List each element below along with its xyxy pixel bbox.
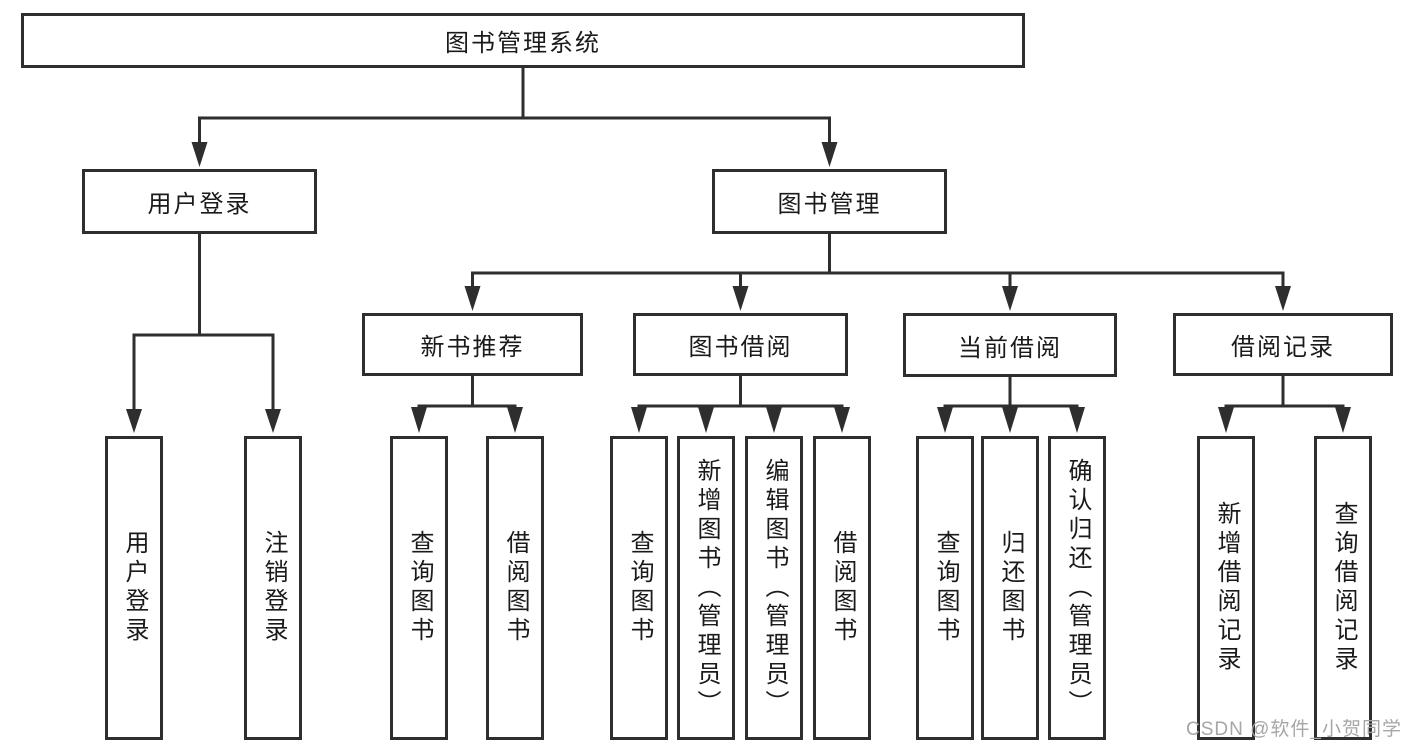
leaf-borrow-add-book-admin: 新增图书（管理员） <box>677 436 735 740</box>
leaf-current-return-books: 归还图书 <box>981 436 1039 740</box>
node-borrowing-records: 借阅记录 <box>1173 313 1393 376</box>
leaf-borrow-edit-book-admin-label: 编辑图书（管理员） <box>761 457 788 719</box>
arrowhead-icon <box>1335 407 1351 433</box>
leaf-newbook-query-books-label: 查询图书 <box>406 530 433 646</box>
arrowhead-icon <box>732 286 749 311</box>
leaf-records-query-record-label: 查询借阅记录 <box>1330 501 1357 675</box>
arrowhead-icon <box>821 142 838 167</box>
arrowhead-icon <box>937 407 953 433</box>
arrowhead-icon <box>265 409 281 433</box>
leaf-logout: 注销登录 <box>244 436 302 740</box>
arrowhead-icon <box>766 407 782 433</box>
node-book-management: 图书管理 <box>712 169 947 234</box>
leaf-borrow-query-books: 查询图书 <box>610 436 668 740</box>
node-root: 图书管理系统 <box>21 13 1025 68</box>
node-new-book-recommendation: 新书推荐 <box>362 313 583 376</box>
leaf-current-query-books-label: 查询图书 <box>932 530 959 646</box>
node-current-borrowing: 当前借阅 <box>903 313 1117 377</box>
leaf-logout-label: 注销登录 <box>260 530 287 646</box>
node-current-borrowing-label: 当前借阅 <box>958 334 1062 362</box>
leaf-user-login-label: 用户登录 <box>121 530 148 646</box>
node-borrowing-records-label: 借阅记录 <box>1231 334 1335 361</box>
leaf-current-return-books-label: 归还图书 <box>997 530 1024 646</box>
arrowhead-icon <box>411 407 427 433</box>
leaf-current-confirm-return-admin: 确认归还（管理员） <box>1048 436 1106 740</box>
leaf-newbook-borrow-books-label: 借阅图书 <box>502 530 529 646</box>
arrowhead-icon <box>1275 286 1291 311</box>
leaf-borrow-edit-book-admin: 编辑图书（管理员） <box>745 436 803 740</box>
arrowhead-icon <box>1218 407 1234 433</box>
leaf-records-add-record-label: 新增借阅记录 <box>1213 501 1240 675</box>
arrowhead-icon <box>126 409 142 433</box>
leaf-newbook-query-books: 查询图书 <box>390 436 448 740</box>
arrowhead-icon <box>1002 407 1018 433</box>
arrowhead-icon <box>507 407 523 433</box>
arrowhead-icon <box>191 142 208 167</box>
leaf-borrow-borrow-books: 借阅图书 <box>813 436 871 740</box>
arrowhead-icon <box>834 407 850 433</box>
leaf-current-query-books: 查询图书 <box>916 436 974 740</box>
watermark: CSDN @软件_小贺同学 <box>1186 719 1402 740</box>
arrowhead-icon <box>631 407 647 433</box>
leaf-borrow-query-books-label: 查询图书 <box>626 530 653 646</box>
node-root-label: 图书管理系统 <box>445 30 601 57</box>
node-user-login-label: 用户登录 <box>147 191 252 218</box>
arrowhead-icon <box>1069 407 1085 433</box>
arrowhead-icon <box>1002 286 1018 311</box>
node-user-login: 用户登录 <box>82 169 317 234</box>
node-book-management-label: 图书管理 <box>777 191 882 218</box>
leaf-borrow-add-book-admin-label: 新增图书（管理员） <box>693 457 720 719</box>
leaf-newbook-borrow-books: 借阅图书 <box>486 436 544 740</box>
leaf-records-add-record: 新增借阅记录 <box>1197 436 1255 740</box>
leaf-borrow-borrow-books-label: 借阅图书 <box>829 530 856 646</box>
node-book-borrowing-label: 图书借阅 <box>688 334 793 361</box>
arrowhead-icon <box>698 407 714 433</box>
leaf-user-login: 用户登录 <box>105 436 163 740</box>
node-book-borrowing: 图书借阅 <box>633 313 848 376</box>
leaf-records-query-record: 查询借阅记录 <box>1314 436 1372 740</box>
node-new-book-recommendation-label: 新书推荐 <box>420 334 525 361</box>
arrowhead-icon <box>464 286 481 311</box>
leaf-current-confirm-return-admin-label: 确认归还（管理员） <box>1064 457 1091 719</box>
